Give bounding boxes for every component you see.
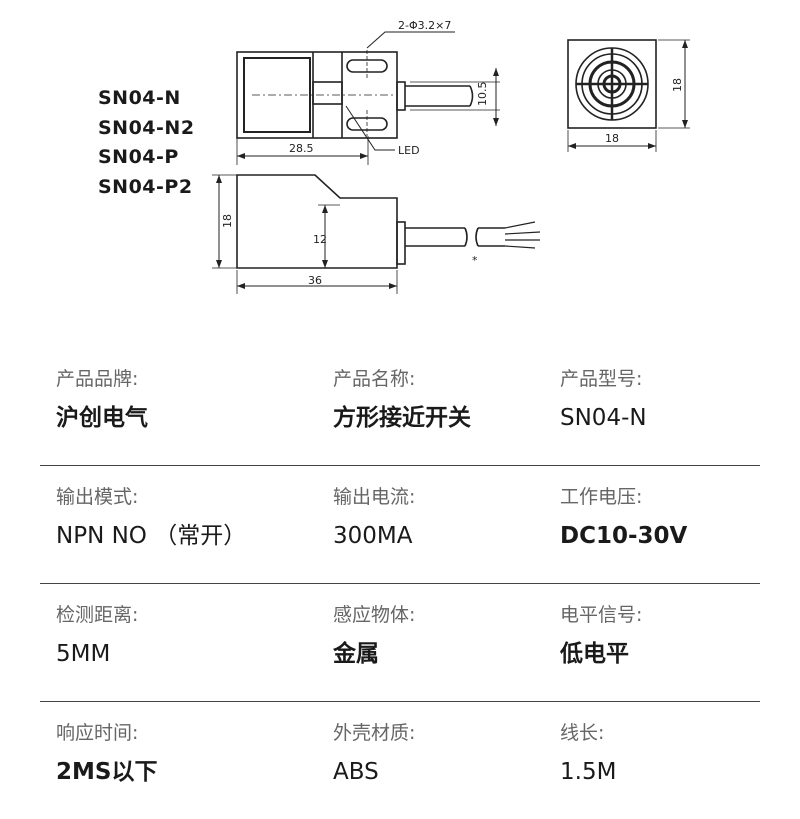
dim-side-length: 36: [308, 274, 322, 287]
spec-value: 2MS以下: [56, 759, 158, 785]
spec-label: 检测距离:: [56, 604, 139, 626]
dim-end-height: 18: [671, 78, 684, 92]
spec-value: 300MA: [333, 523, 413, 549]
spec-value: 5MM: [56, 641, 111, 667]
dim-front-height: 10.5: [476, 82, 489, 107]
spec-value: DC10-30V: [560, 523, 688, 549]
spec-label: 产品品牌:: [56, 368, 139, 390]
front-view: [236, 31, 500, 165]
spec-cell-product-name: 产品名称: 方形接近开关: [333, 364, 471, 438]
dimension-drawing: 2-Φ3.2×7 LED 28.5 10.5 18 18 18 12 36 *: [212, 19, 690, 294]
hole-spec-label: 2-Φ3.2×7: [398, 19, 451, 32]
spec-row: 产品品牌: 沪创电气 产品名称: 方形接近开关 产品型号: SN04-N: [40, 348, 760, 466]
side-view: [212, 174, 541, 294]
spec-cell-detect-distance: 检测距离: 5MM: [56, 600, 138, 674]
model-list: SN04-N SN04-N2 SN04-P SN04-P2: [98, 84, 195, 202]
spec-cell-housing: 外壳材质: ABS: [333, 718, 415, 792]
model-name: SN04-N: [98, 87, 181, 109]
model-name: SN04-P: [98, 146, 179, 168]
spec-cell-response-time: 响应时间: 2MS以下: [56, 718, 157, 792]
dim-side-height: 18: [221, 214, 234, 228]
spec-value: NPN NO （常开）: [56, 523, 247, 549]
spec-value: ABS: [333, 759, 379, 785]
spec-label: 输出电流:: [333, 486, 416, 508]
spec-label: 外壳材质:: [333, 722, 416, 744]
spec-cell-output-mode: 输出模式: NPN NO （常开）: [56, 482, 246, 556]
spec-label: 感应物体:: [333, 604, 416, 626]
spec-label: 产品名称:: [333, 368, 416, 390]
spec-cell-model: 产品型号: SN04-N: [560, 364, 647, 438]
cable-mark: *: [472, 254, 478, 267]
spec-label: 响应时间:: [56, 722, 139, 744]
spec-cell-sense-object: 感应物体: 金属: [333, 600, 415, 674]
spec-label: 产品型号:: [560, 368, 643, 390]
dim-end-width: 18: [605, 132, 619, 145]
spec-value: 方形接近开关: [333, 405, 471, 431]
dim-side-inner: 12: [313, 233, 327, 246]
spec-value: 金属: [333, 641, 379, 667]
spec-table: 产品品牌: 沪创电气 产品名称: 方形接近开关 产品型号: SN04-N 输出模…: [40, 348, 760, 819]
model-name: SN04-N2: [98, 116, 195, 139]
spec-label: 线长:: [560, 722, 605, 744]
spec-cell-output-current: 输出电流: 300MA: [333, 482, 415, 556]
spec-cell-signal-level: 电平信号: 低电平: [560, 600, 642, 674]
spec-label: 电平信号:: [560, 604, 643, 626]
spec-cell-cable-length: 线长: 1.5M: [560, 718, 616, 792]
spec-value: 低电平: [560, 641, 629, 667]
spec-cell-brand: 产品品牌: 沪创电气: [56, 364, 148, 438]
spec-value: SN04-N: [560, 405, 647, 431]
spec-value: 沪创电气: [56, 405, 148, 431]
model-name: SN04-P2: [98, 175, 193, 198]
spec-label: 输出模式:: [56, 486, 139, 508]
dim-front-width: 28.5: [289, 142, 314, 155]
end-view: [567, 39, 690, 152]
spec-cell-voltage: 工作电压: DC10-30V: [560, 482, 687, 556]
spec-value: 1.5M: [560, 759, 617, 785]
spec-row: 输出模式: NPN NO （常开） 输出电流: 300MA 工作电压: DC10…: [40, 466, 760, 584]
led-label: LED: [398, 144, 420, 157]
spec-row: 响应时间: 2MS以下 外壳材质: ABS 线长: 1.5M: [40, 702, 760, 819]
spec-label: 工作电压:: [560, 486, 643, 508]
spec-row: 检测距离: 5MM 感应物体: 金属 电平信号: 低电平: [40, 584, 760, 702]
